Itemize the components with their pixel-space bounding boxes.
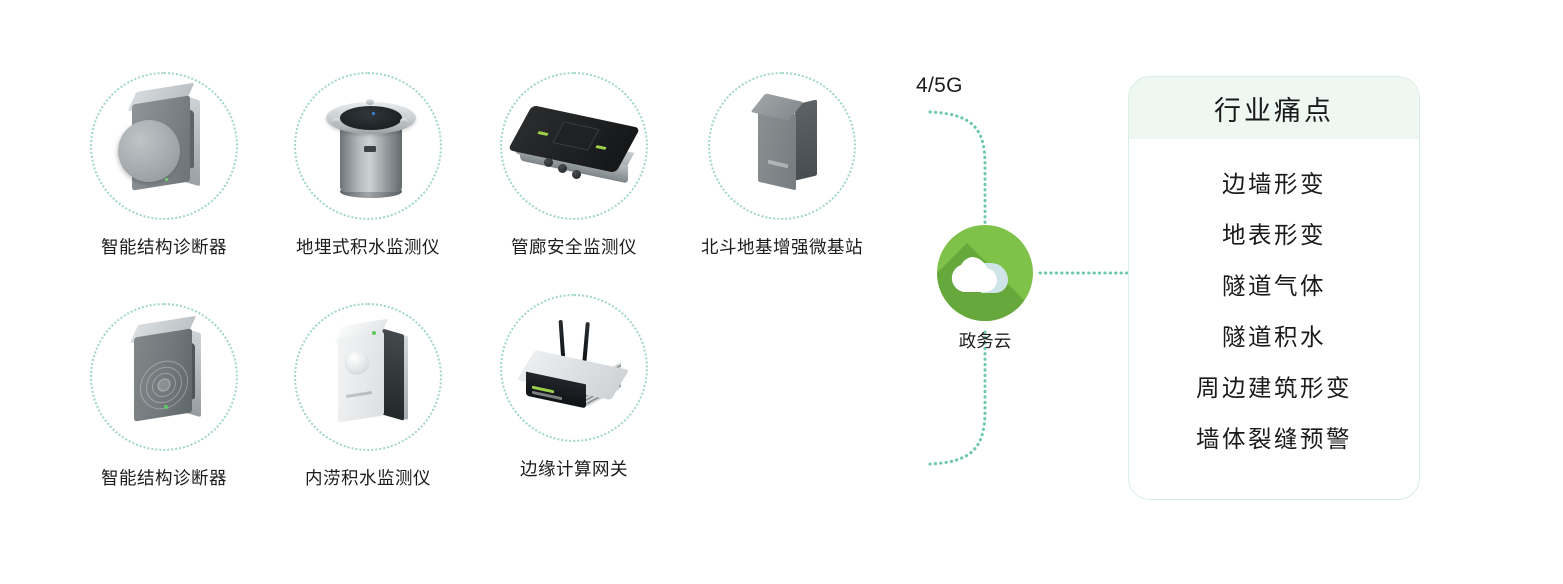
edge-gateway-icon	[502, 296, 646, 440]
device-label: 地埋式积水监测仪	[296, 237, 440, 257]
connector-lines	[928, 110, 1130, 466]
pain-points-panel: 行业痛点 边墙形变 地表形变 隧道气体 隧道积水 周边建筑形变 墙体裂缝预警	[1128, 76, 1420, 500]
pipe-gallery-monitor-icon	[502, 74, 646, 218]
panel-item-list: 边墙形变 地表形变 隧道气体 隧道积水 周边建筑形变 墙体裂缝预警	[1129, 139, 1419, 454]
device-circle	[708, 72, 856, 220]
device-label: 内涝积水监测仪	[305, 468, 431, 488]
cloud-glyph	[951, 256, 1008, 293]
buried-water-monitor-icon	[296, 74, 440, 218]
device-card-beidou-base-station[interactable]: 北斗地基增强微基站	[678, 72, 886, 259]
device-card-buried-water-monitor[interactable]: 地埋式积水监测仪	[264, 72, 472, 259]
list-item: 隧道积水	[1222, 324, 1326, 350]
list-item: 墙体裂缝预警	[1196, 426, 1352, 452]
list-item: 边墙形变	[1222, 171, 1326, 197]
beidou-base-station-icon	[710, 74, 854, 218]
panel-header: 行业痛点	[1129, 77, 1419, 139]
list-item: 隧道气体	[1222, 273, 1326, 299]
device-card-indoor-water-monitor[interactable]: 内涝积水监测仪	[264, 303, 472, 490]
cloud-icon[interactable]	[937, 225, 1033, 321]
panel-title: 行业痛点	[1214, 95, 1334, 126]
device-card-edge-gateway[interactable]: 边缘计算网关	[470, 294, 678, 481]
device-circle	[500, 294, 648, 442]
device-card-structure-diagnoser-alt[interactable]: 智能结构诊断器	[60, 303, 268, 490]
device-label: 北斗地基增强微基站	[701, 237, 863, 257]
list-item: 地表形变	[1222, 222, 1326, 248]
structure-diagnoser-alt-icon	[92, 305, 236, 449]
device-label: 边缘计算网关	[520, 459, 628, 479]
device-circle	[90, 303, 238, 451]
device-label: 智能结构诊断器	[101, 468, 227, 488]
device-circle	[90, 72, 238, 220]
device-card-structure-diagnoser[interactable]: 智能结构诊断器	[60, 72, 268, 259]
device-circle	[500, 72, 648, 220]
device-card-pipe-gallery-monitor[interactable]: 管廊安全监测仪	[470, 72, 678, 259]
device-label: 管廊安全监测仪	[511, 237, 637, 257]
structure-diagnoser-icon	[92, 74, 236, 218]
network-type-label: 4/5G	[916, 74, 963, 97]
list-item: 周边建筑形变	[1196, 375, 1352, 401]
cloud-caption: 政务云	[958, 331, 1012, 351]
device-label: 智能结构诊断器	[101, 237, 227, 257]
device-circle	[294, 72, 442, 220]
network-cloud-section: 4/5G 政务云	[900, 60, 1130, 500]
device-grid: 智能结构诊断器 地埋式积水监测仪	[60, 72, 900, 502]
device-circle	[294, 303, 442, 451]
indoor-water-monitor-icon	[296, 305, 440, 449]
